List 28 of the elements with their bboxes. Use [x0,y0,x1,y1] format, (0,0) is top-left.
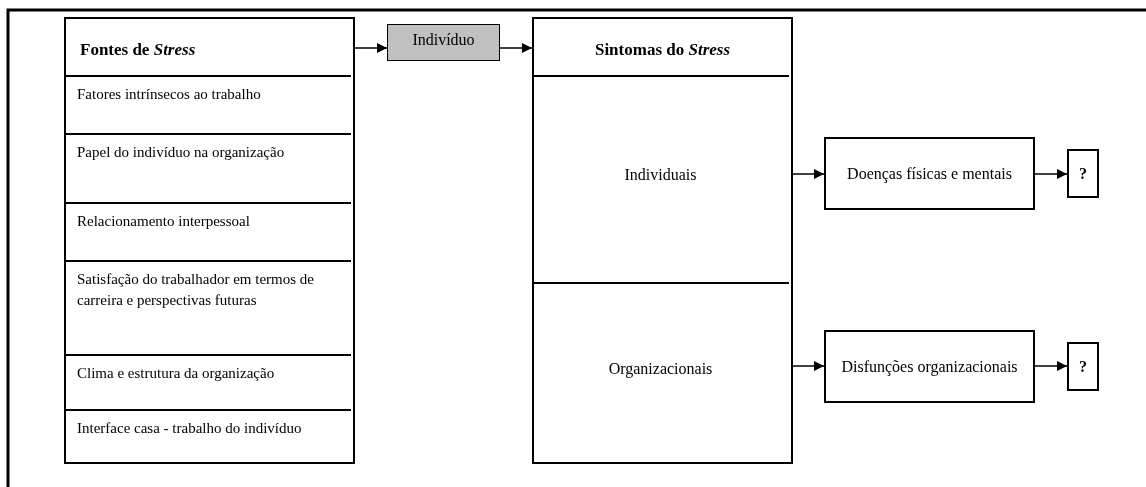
process-box [1067,149,1099,198]
box-text: Doenças físicas e mentais [847,164,1012,184]
box-text: Interface casa - trabalho do indivíduo [77,419,302,438]
arrow [1034,361,1068,371]
column-heading: Fontes de Stress [80,39,196,61]
box-text: Individuais [624,164,697,185]
process-box [824,330,1035,403]
process-box [1067,342,1099,391]
box-text: Clima e estrutura da organização [77,364,275,383]
table-column [532,17,793,464]
box-text: Fatores intrínsecos ao trabalho [77,85,261,104]
table-column [64,17,355,464]
arrow [499,43,533,53]
box-text: ? [1079,163,1087,184]
process-box [387,24,500,61]
arrow [354,43,388,53]
box-text: Organizacionais [608,359,713,380]
arrow [792,169,825,179]
arrow [1034,169,1068,179]
box-text: ? [1079,356,1087,377]
process-box [824,137,1035,210]
box-text: Satisfação do trabalhador em termos de carreira e perspectivas futuras [77,270,315,310]
box-text: Disfunções organizacionais [841,357,1018,377]
arrow [792,361,825,371]
box-text: Indivíduo [412,30,475,50]
column-heading: Sintomas do Stress [593,39,732,61]
box-text: Relacionamento interpessoal [77,212,250,231]
box-text: Papel do indivíduo na organização [77,143,285,162]
